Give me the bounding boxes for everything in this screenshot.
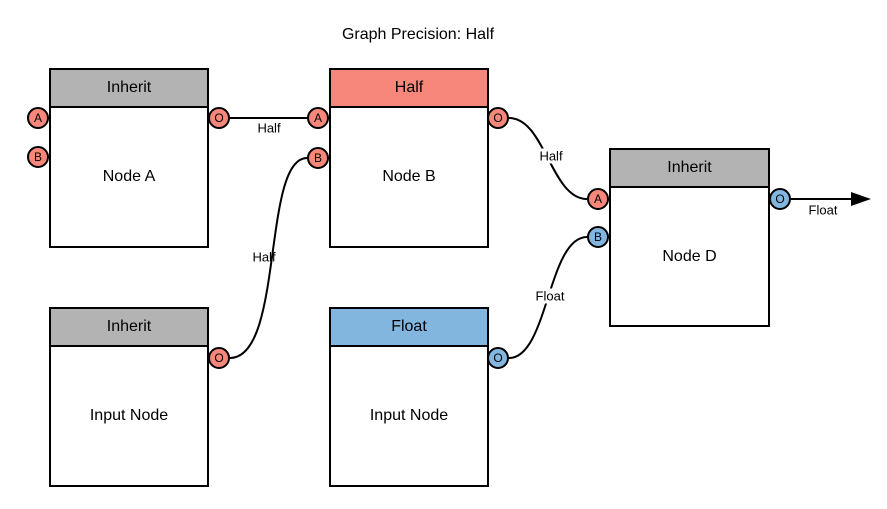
edge-label-output: Float <box>808 202 838 218</box>
node-b: Half Node B <box>329 68 489 248</box>
node-a: Inherit Node A <box>49 68 209 248</box>
node-a-port-b: B <box>27 146 49 168</box>
node-a-port-o: O <box>208 107 230 129</box>
edge-label-b-to-d: Half <box>537 148 565 164</box>
node-d-port-b: B <box>587 226 609 248</box>
node-b-port-o: O <box>487 107 509 129</box>
node-d: Inherit Node D <box>609 148 770 327</box>
node-b-port-a: A <box>307 107 329 129</box>
diagram-title: Graph Precision: Half <box>341 26 495 43</box>
node-d-label: Node D <box>662 247 717 265</box>
node-b-port-b: B <box>307 147 329 169</box>
node-d-precision-header: Inherit <box>611 150 768 188</box>
edge-label-a-to-b: Half <box>257 120 281 136</box>
node-b-precision-header: Half <box>331 70 487 108</box>
edge-label-inputmid-to-d: Float <box>533 288 567 304</box>
edge-label-inputleft-to-b: Half <box>252 249 276 265</box>
input-node-left: Inherit Input Node <box>49 307 209 487</box>
edge-inputleft-to-nodeb <box>229 157 308 359</box>
node-d-port-o: O <box>769 188 791 210</box>
input-node-mid: Float Input Node <box>329 307 489 487</box>
node-a-port-a: A <box>27 107 49 129</box>
node-a-label: Node A <box>102 168 156 185</box>
input-node-left-port-o: O <box>208 347 230 369</box>
input-node-left-label: Input Node <box>89 407 169 424</box>
node-d-port-a: A <box>587 188 609 210</box>
input-node-mid-port-o: O <box>487 347 509 369</box>
node-a-precision-header: Inherit <box>51 70 207 108</box>
input-node-mid-precision-header: Float <box>331 309 487 347</box>
node-b-label: Node B <box>382 168 436 185</box>
input-node-mid-label: Input Node <box>369 407 449 424</box>
output-arrowhead-icon <box>851 192 871 206</box>
input-node-left-precision-header: Inherit <box>51 309 207 347</box>
